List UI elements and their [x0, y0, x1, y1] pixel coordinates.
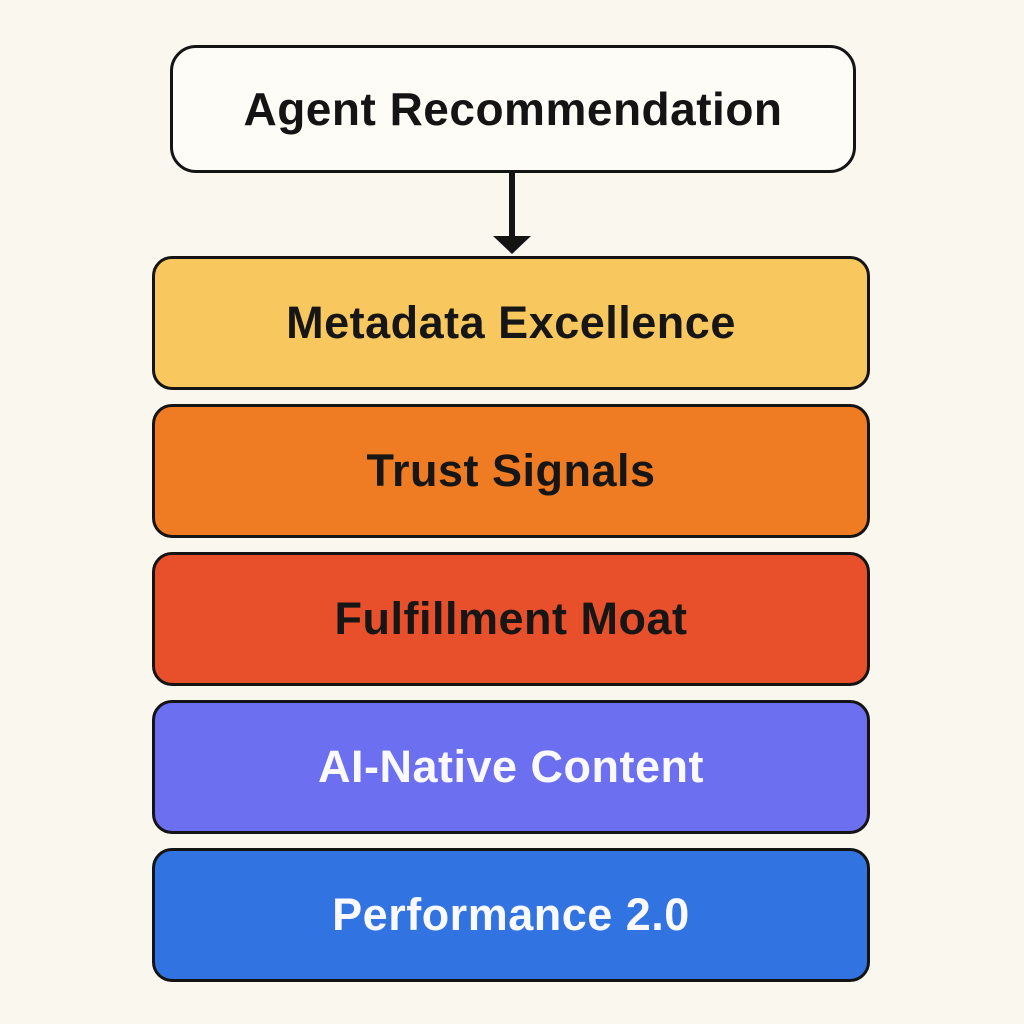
layer-label: AI-Native Content: [317, 741, 704, 792]
layer-fulfillment-moat: Fulfillment Moat: [152, 552, 870, 686]
layer-performance-2-0: Performance 2.0: [152, 848, 870, 982]
layer-ai-native-content: AI-Native Content: [152, 700, 870, 834]
down-arrow-head: [493, 236, 531, 254]
layer-label: Trust Signals: [366, 445, 656, 496]
root-node-agent-recommendation: Agent Recommendation: [170, 45, 856, 173]
layer-trust-signals: Trust Signals: [152, 404, 870, 538]
down-arrow-stem: [509, 173, 515, 237]
layer-label: Metadata Excellence: [286, 297, 736, 348]
layer-label: Performance 2.0: [332, 889, 690, 940]
layer-label: Fulfillment Moat: [334, 593, 688, 644]
layer-stack: Metadata Excellence Trust Signals Fulfil…: [152, 256, 870, 982]
root-node-label: Agent Recommendation: [243, 83, 783, 135]
layer-metadata-excellence: Metadata Excellence: [152, 256, 870, 390]
